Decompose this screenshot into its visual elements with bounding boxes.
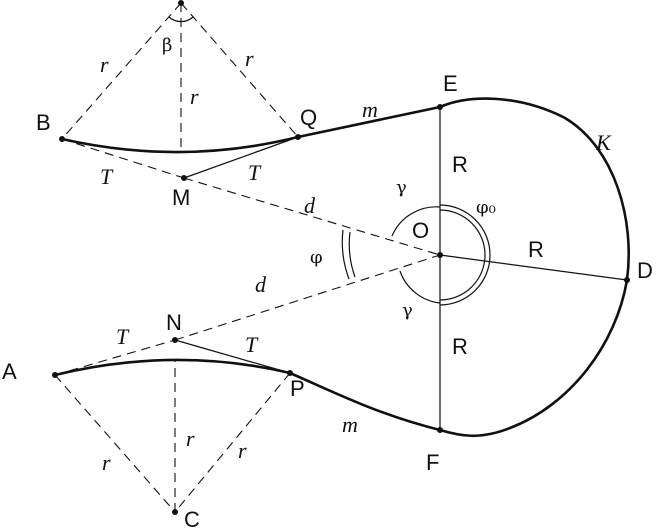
label-D: D: [637, 258, 653, 283]
angle-beta-arc: [168, 16, 194, 23]
point-M-marker: [181, 175, 187, 181]
label-R-bottom: R: [452, 334, 468, 359]
segment-PF: [289, 371, 441, 432]
label-r-top-center: r: [190, 84, 199, 109]
label-Q: Q: [300, 105, 317, 130]
label-gamma-bottom: γ: [402, 300, 413, 321]
label-d-bottom: d: [255, 272, 267, 297]
angle-gamma-top-arc: [391, 206, 441, 237]
point-O-marker: [437, 252, 443, 258]
point-C-marker: [172, 509, 178, 515]
label-r-top-right: r: [245, 46, 254, 71]
angle-phi0-arc-inner: [439, 209, 486, 301]
label-T-AN: T: [116, 324, 130, 349]
label-R-top: R: [452, 152, 468, 177]
label-F: F: [426, 450, 439, 475]
label-r-top-left: r: [100, 52, 109, 77]
angle-phi-arc-outer: [341, 229, 350, 280]
label-d-top: d: [304, 193, 316, 218]
label-phi: φ: [310, 247, 323, 268]
angle-phi-arc-inner: [348, 231, 356, 278]
tangent-NP: [174, 339, 291, 374]
angle-phi0-arc-outer: [439, 204, 491, 306]
label-m-top: m: [362, 97, 378, 122]
label-r-bottom-right: r: [238, 438, 247, 463]
point-D-marker: [624, 277, 630, 283]
point-A-marker: [52, 372, 58, 378]
point-E-marker: [437, 104, 443, 110]
segment-QE: [297, 105, 441, 139]
label-N: N: [166, 310, 182, 335]
label-C: C: [184, 507, 200, 529]
radius-top-left: [61, 2, 182, 140]
label-A: A: [2, 359, 17, 384]
radius-top-right: [180, 2, 299, 138]
tangent-BM: [61, 138, 185, 179]
label-O: O: [412, 218, 429, 243]
label-gamma-top: γ: [396, 177, 407, 198]
label-R-right: R: [528, 237, 544, 262]
arc-BQ: [61, 135, 299, 154]
point-Q-marker: [295, 134, 301, 140]
radius-bottom-left: [54, 374, 176, 513]
label-P: P: [290, 376, 305, 401]
point-B-marker: [59, 136, 65, 142]
point-F-marker: [437, 427, 443, 433]
tangent-MQ: [183, 136, 299, 179]
label-M: M: [172, 185, 190, 210]
tangent-AN: [54, 339, 176, 376]
label-beta: β: [162, 35, 172, 56]
label-T-MQ: T: [248, 160, 262, 185]
arc-AP: [54, 358, 291, 377]
label-r-bottom-center: r: [186, 426, 195, 451]
label-T-BM: T: [100, 164, 114, 189]
label-r-bottom-left: r: [102, 450, 111, 475]
line-NO: [174, 254, 441, 341]
point-apex-top: [178, 0, 184, 6]
point-N-marker: [172, 337, 178, 343]
point-P-marker: [287, 370, 293, 376]
label-T-NP: T: [245, 332, 259, 357]
radius-OD: [439, 254, 628, 281]
label-phi0: φ₀: [476, 197, 496, 218]
label-E: E: [443, 71, 458, 96]
label-K: K: [595, 130, 612, 155]
angle-gamma-bottom-arc: [399, 270, 441, 304]
label-B: B: [36, 110, 51, 135]
label-m-bottom: m: [342, 412, 358, 437]
radius-bottom-right: [174, 372, 291, 513]
